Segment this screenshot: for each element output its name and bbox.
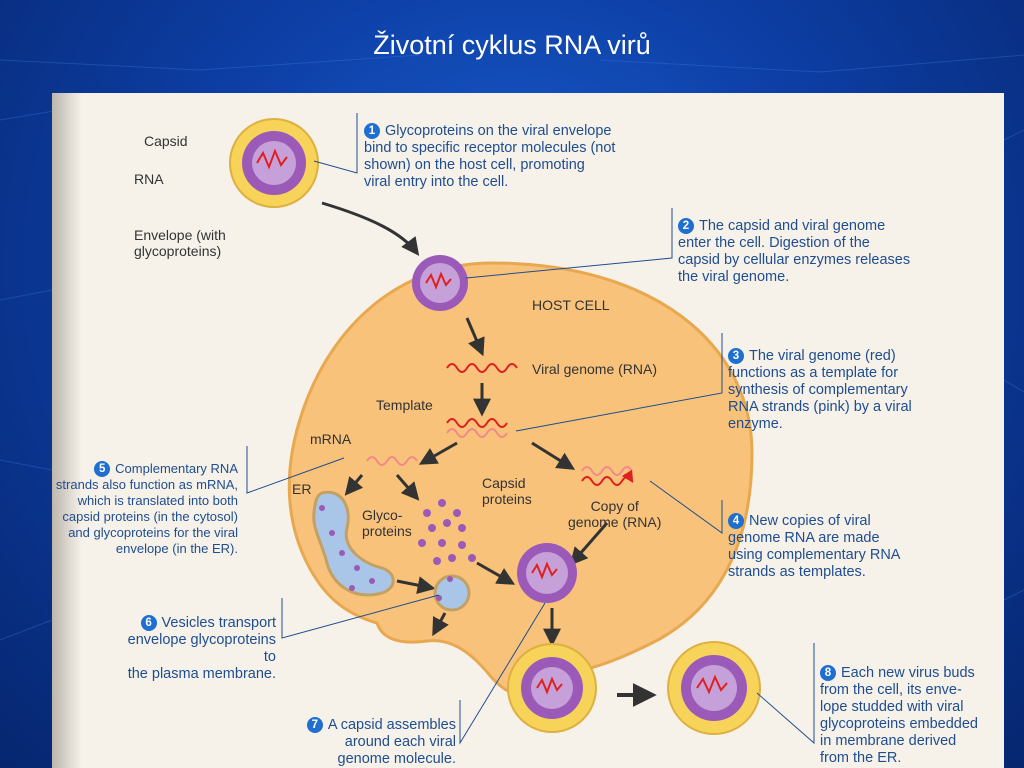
copy-genome-strand-red [581, 469, 634, 486]
label-viral-genome: Viral genome (RNA) [532, 361, 658, 377]
arrow-to-capsid-proteins [395, 474, 420, 501]
page-fold-shadow [52, 93, 82, 768]
virus-particle-outside [229, 118, 319, 208]
viral-genome-strand [446, 363, 518, 373]
arrow-uncoat [465, 317, 485, 357]
arrow-to-mrna [418, 441, 458, 465]
label-rna: RNA [134, 171, 164, 187]
callout-lines [246, 113, 815, 745]
step-2-badge: 2 [678, 218, 694, 234]
label-capsid: Capsid [144, 133, 188, 149]
label-host-cell: HOST CELL [532, 297, 610, 313]
er-structure [312, 490, 395, 597]
arrow-er-to-vesicle [396, 576, 436, 595]
template-strand [446, 418, 508, 428]
virus-entering-cell [412, 255, 468, 311]
step-3-text: The viral genome (red) functions as a te… [728, 348, 912, 432]
step-1-badge: 1 [364, 123, 380, 139]
step-1-text: Glycoproteins on the viral envelope bind… [364, 123, 616, 190]
arrow-vesicle-to-membrane [432, 612, 449, 637]
slide-title: Životní cyklus RNA virů [373, 30, 651, 60]
released-virus [667, 641, 761, 735]
budding-virus [507, 643, 597, 733]
assembled-capsid [517, 543, 577, 603]
step-8-text: Each new virus buds from the cell, its e… [820, 665, 978, 766]
step-4-text: New copies of viral genome RNA are made … [728, 513, 901, 580]
mrna-strand [366, 456, 418, 466]
er-glycoproteins [319, 505, 375, 591]
label-copy-of-genome: Copy of genome (RNA) [568, 498, 662, 530]
step-7-text: A capsid assembles around each viral gen… [327, 717, 456, 767]
step-5-text: Complementary RNA strands also function … [55, 461, 238, 556]
arrow-copy-to-assembly [569, 522, 609, 566]
label-glycoproteins: Glyco- proteins [362, 507, 412, 539]
label-er: ER [292, 481, 312, 497]
label-template: Template [376, 397, 433, 413]
transport-vesicle [433, 574, 471, 612]
host-cell [287, 261, 754, 696]
arrow-proteins-to-assembly [476, 561, 516, 585]
step-2-text: The capsid and viral genome enter the ce… [678, 218, 911, 285]
diagram-panel: Capsid RNA Envelope (with glycoproteins)… [52, 93, 1004, 768]
step-8-badge: 8 [820, 665, 836, 681]
rna-virus-life-cycle-diagram [229, 113, 815, 745]
step-6-badge: 6 [140, 615, 157, 631]
step-7-badge: 7 [306, 717, 323, 733]
arrow-to-copy [531, 441, 576, 470]
label-capsid-proteins: Capsid proteins [482, 475, 532, 507]
arrow-to-er [344, 474, 364, 496]
label-envelope: Envelope (with glycoproteins) [134, 227, 226, 259]
arrow-entry [321, 201, 420, 256]
complementary-strand [446, 428, 508, 438]
label-mrna: mRNA [310, 431, 352, 447]
capsid-proteins [418, 499, 476, 565]
step-3-badge: 3 [728, 348, 744, 364]
step-4-badge: 4 [728, 513, 744, 529]
step-5-badge: 5 [94, 461, 111, 477]
step-6-text: Vesicles transport envelope glycoprotein… [127, 615, 276, 682]
